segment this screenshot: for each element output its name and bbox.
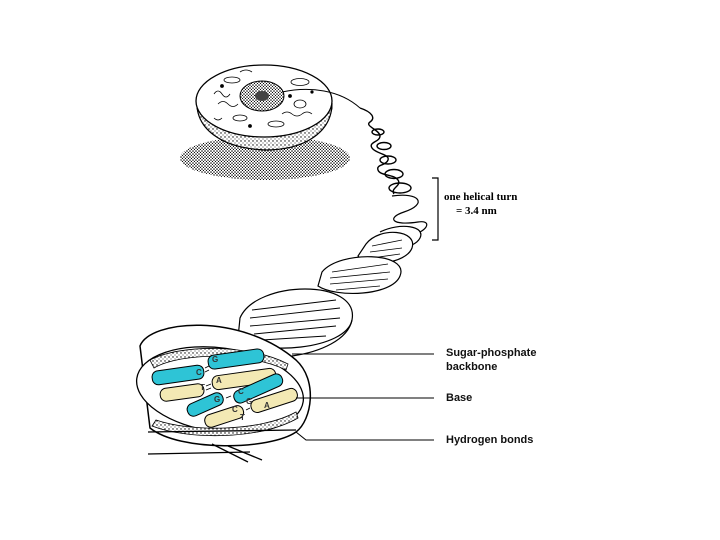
- helical-turn-label-line2: = 3.4 nm: [456, 205, 497, 217]
- base-guanine: [207, 348, 265, 370]
- base-letter-c-3: C: [232, 405, 238, 414]
- helix-continuation: [147, 429, 297, 463]
- base-cytosine: [151, 364, 205, 386]
- dna-helix-ribbon: [237, 194, 428, 357]
- helical-turn-label-line1: one helical turn: [444, 191, 517, 203]
- dna-cross-section: C G T A G C C G T A: [135, 324, 311, 463]
- cell-shadow: [180, 136, 350, 180]
- base-letter-g: G: [212, 355, 218, 364]
- helical-turn-bracket: [432, 177, 439, 241]
- base-thymine: [159, 383, 205, 402]
- base-letter-t: T: [200, 383, 205, 392]
- base-pair-row-4: C G T A: [204, 387, 298, 428]
- backbone-ribbon-bottom: [151, 411, 299, 437]
- base-thymine-2: [204, 405, 245, 428]
- base-letter-a: A: [216, 376, 222, 385]
- base-letter-c: C: [196, 368, 202, 377]
- label-backbone-line1: Sugar-phosphate: [446, 347, 536, 359]
- base-pair-row-3: G C: [186, 373, 284, 417]
- base-cytosine-2: [233, 373, 284, 404]
- label-hydrogen-bonds: Hydrogen bonds: [446, 434, 533, 446]
- base-letter-a-2: A: [264, 401, 270, 410]
- base-adenine-2: [250, 387, 298, 414]
- label-backbone-line2: backbone: [446, 361, 497, 373]
- leader-lines: [292, 353, 434, 441]
- nucleus-to-chromatin-line: [281, 88, 361, 109]
- base-letter-g-3: G: [246, 397, 252, 406]
- nucleolus: [255, 91, 269, 101]
- label-base: Base: [446, 392, 472, 404]
- cell-organelles: [213, 69, 314, 128]
- hydrogen-bond-marks: [204, 365, 251, 411]
- base-letter-g-2: G: [214, 395, 220, 404]
- chromatin-coil: [359, 107, 412, 195]
- cell-illustration: [180, 64, 361, 180]
- base-letter-t-2: T: [240, 413, 245, 422]
- base-guanine-2: [186, 392, 224, 417]
- base-letter-c-2: C: [238, 387, 244, 396]
- base-pair-row-1: C G: [151, 348, 265, 386]
- leader-hydrogen-bonds: [295, 431, 434, 441]
